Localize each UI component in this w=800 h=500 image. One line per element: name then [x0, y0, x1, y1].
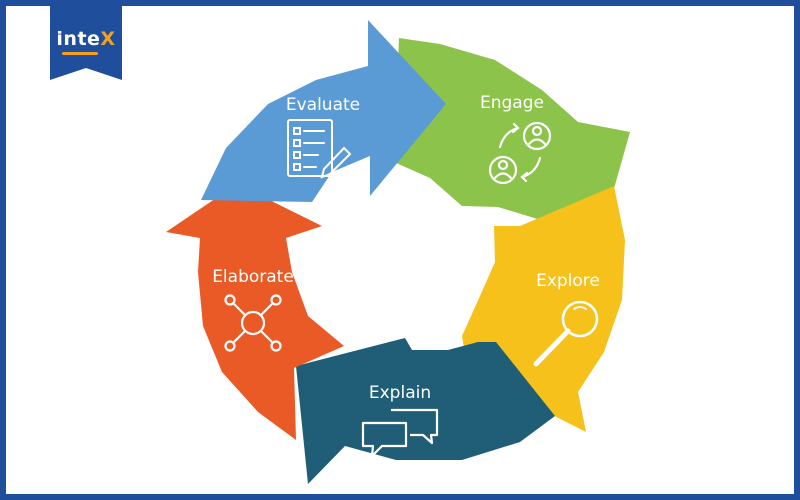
- stage-engage: Engage: [394, 38, 630, 238]
- checklist-pencil-icon: [287, 119, 352, 179]
- intex-logo: inteX: [50, 6, 122, 80]
- stage-elaborate: Elaborate: [166, 184, 344, 440]
- explore-label: Explore: [536, 271, 600, 291]
- logo-text-accent: X: [100, 28, 116, 50]
- network-nodes-icon: [224, 294, 282, 352]
- logo-underline: [62, 52, 98, 55]
- logo-badge-shape: [50, 6, 122, 80]
- logo-text-main: inte: [56, 28, 101, 50]
- evaluate-label: Evaluate: [286, 95, 360, 115]
- speech-bubbles-icon: [361, 408, 439, 458]
- magnifying-glass-icon: [533, 300, 599, 367]
- people-exchange-icon: [488, 121, 552, 185]
- elaborate-label: Elaborate: [212, 267, 294, 287]
- stage-explain: Explain: [296, 338, 555, 484]
- evaluate-arrow-shape: [201, 20, 446, 202]
- explain-label: Explain: [369, 383, 431, 403]
- engage-arrow-shape: [394, 38, 630, 238]
- logo-wordmark: inteX: [50, 28, 122, 50]
- stage-evaluate: Evaluate: [201, 20, 446, 202]
- engage-label: Engage: [480, 93, 544, 113]
